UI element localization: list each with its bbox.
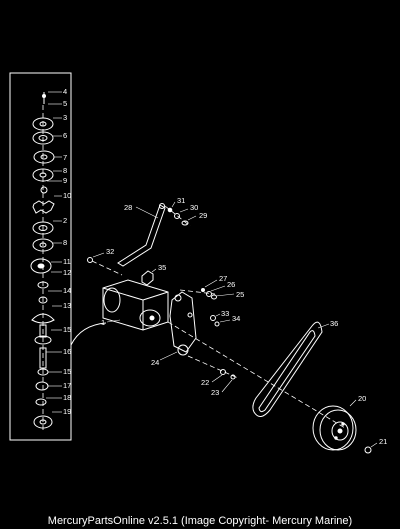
hardware-group-22-23: 22 23 <box>187 355 239 397</box>
pump-assembly: 1 <box>101 279 169 331</box>
callout-30: 30 <box>190 203 198 212</box>
callout-28: 28 <box>124 203 132 212</box>
pulley: 20 <box>312 394 366 451</box>
callout-16: 16 <box>63 347 71 356</box>
callout-32: 32 <box>106 247 114 256</box>
callout-7: 7 <box>63 153 67 162</box>
exploded-view-frame <box>9 72 72 441</box>
callout-22: 22 <box>201 378 209 387</box>
callout-15: 15 <box>63 325 71 334</box>
callout-4: 4 <box>63 87 67 96</box>
callout-17: 17 <box>63 381 71 390</box>
left-column-leaders <box>46 91 62 413</box>
hardware-group-29-31: 31 30 29 <box>164 196 207 227</box>
callout-34: 34 <box>232 314 240 323</box>
callout-20: 20 <box>358 394 366 403</box>
shaft-centerline <box>167 321 346 429</box>
callout-1: 1 <box>101 318 105 327</box>
callout-35: 35 <box>158 263 166 272</box>
assembly-connector-line <box>70 322 107 346</box>
bolt-32: 32 <box>87 247 123 276</box>
callout-2: 2 <box>63 216 67 225</box>
callout-29: 29 <box>199 211 207 220</box>
fitting-35: 35 <box>141 263 166 286</box>
callout-23: 23 <box>211 388 219 397</box>
callout-9: 9 <box>63 176 67 185</box>
drive-belt: 36 <box>252 319 338 417</box>
callout-21: 21 <box>379 437 387 446</box>
callout-10: 10 <box>63 191 71 200</box>
callout-8b: 8 <box>63 238 67 247</box>
callout-12: 12 <box>63 268 71 277</box>
callout-19: 19 <box>63 407 71 416</box>
hardware-group-33-34: 33 34 <box>210 309 240 327</box>
hardware-group-25-27: 27 26 25 <box>179 274 244 300</box>
callout-31: 31 <box>177 196 185 205</box>
callout-24: 24 <box>151 358 159 367</box>
callout-15b: 15 <box>63 367 71 376</box>
callout-26: 26 <box>227 280 235 289</box>
link-rod: 28 <box>117 203 166 267</box>
callout-6: 6 <box>63 131 67 140</box>
callout-18: 18 <box>63 393 71 402</box>
callout-8: 8 <box>63 166 67 175</box>
callout-3: 3 <box>63 113 67 122</box>
callout-33: 33 <box>221 309 229 318</box>
callout-25: 25 <box>236 290 244 299</box>
callout-36: 36 <box>330 319 338 328</box>
pump-bracket: 24 <box>151 291 197 367</box>
image-caption: MercuryPartsOnline v2.5.1 (Image Copyrig… <box>47 515 353 527</box>
callout-11: 11 <box>63 257 71 266</box>
callout-13: 13 <box>63 301 71 310</box>
callout-14: 14 <box>63 286 71 295</box>
bolt-21: 21 <box>364 437 387 454</box>
left-column-callouts: 4 5 3 6 7 8 9 10 2 8 11 12 14 13 15 16 1… <box>63 87 71 416</box>
exploded-parts-stack <box>30 92 55 430</box>
callout-5: 5 <box>63 99 67 108</box>
callout-27: 27 <box>219 274 227 283</box>
